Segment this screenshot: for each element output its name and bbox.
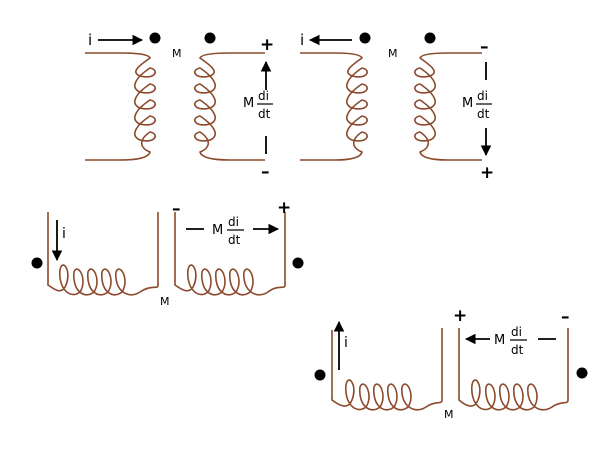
p4-secondary-dot [576, 367, 588, 379]
p2-primary-coil [346, 57, 368, 153]
p1-minus-sign: – [261, 162, 270, 182]
p4-mutual-label: M [444, 408, 454, 421]
p1-plus-sign: + [260, 35, 274, 55]
p2-mutual-label: M [388, 47, 398, 60]
p2-current-label: i [300, 31, 304, 49]
p2-secondary-lead-bottom [419, 151, 482, 161]
p2-emf-coef: M [462, 96, 473, 111]
p1-secondary-lead-top [199, 52, 265, 59]
p3-minus-sign: – [172, 199, 181, 219]
p1-secondary-coil [194, 57, 216, 153]
panel-middle-left: i M – M di dt + [31, 198, 304, 308]
p2-emf-num: di [477, 89, 488, 103]
p3-emf-coef: M [212, 223, 223, 238]
p2-secondary-lead-top [419, 52, 482, 59]
p2-primary-lead-bottom [300, 151, 363, 161]
p4-current-label: i [344, 335, 348, 351]
p1-current-label: i [88, 31, 92, 49]
p1-emf-num: di [258, 89, 269, 103]
p3-plus-sign: + [277, 198, 291, 218]
panel-bottom-right: i M + M di dt – [314, 306, 588, 421]
p1-primary-lead-bottom [85, 151, 151, 161]
p2-minus-sign: – [480, 37, 489, 57]
p4-primary-dot [314, 369, 326, 381]
p2-primary-dot [359, 32, 371, 44]
p3-current-label: i [62, 226, 66, 242]
panel-top-right: i M – M di dt + [300, 31, 494, 183]
p2-secondary-dot [424, 32, 436, 44]
p3-primary-dot [31, 257, 43, 269]
p4-plus-sign: + [453, 306, 467, 326]
p3-primary-coil [47, 264, 159, 296]
p4-emf-coef: M [494, 333, 505, 348]
p4-emf-den: dt [511, 343, 524, 357]
p2-emf-den: dt [477, 107, 490, 121]
p1-emf-coef: M [243, 96, 254, 111]
p4-secondary-coil [458, 379, 569, 411]
p3-secondary-dot [292, 257, 304, 269]
p3-emf-den: dt [228, 233, 241, 247]
p1-primary-dot [149, 32, 161, 44]
p3-mutual-label: M [160, 295, 170, 308]
p3-emf-num: di [228, 215, 239, 229]
p4-minus-sign: – [561, 307, 570, 327]
p1-secondary-dot [204, 32, 216, 44]
p1-emf-den: dt [258, 107, 271, 121]
panel-top-left: i M + M di dt – [85, 31, 274, 182]
p3-secondary-coil [174, 264, 286, 296]
p2-secondary-coil [414, 57, 436, 153]
p1-primary-lead-top [85, 52, 151, 59]
p4-primary-coil [331, 379, 443, 411]
p1-mutual-label: M [172, 47, 182, 60]
p1-primary-coil [134, 57, 156, 153]
p1-secondary-lead-bottom [199, 151, 265, 161]
p2-plus-sign: + [480, 163, 494, 183]
p2-primary-lead-top [300, 52, 363, 59]
p4-emf-num: di [511, 325, 522, 339]
